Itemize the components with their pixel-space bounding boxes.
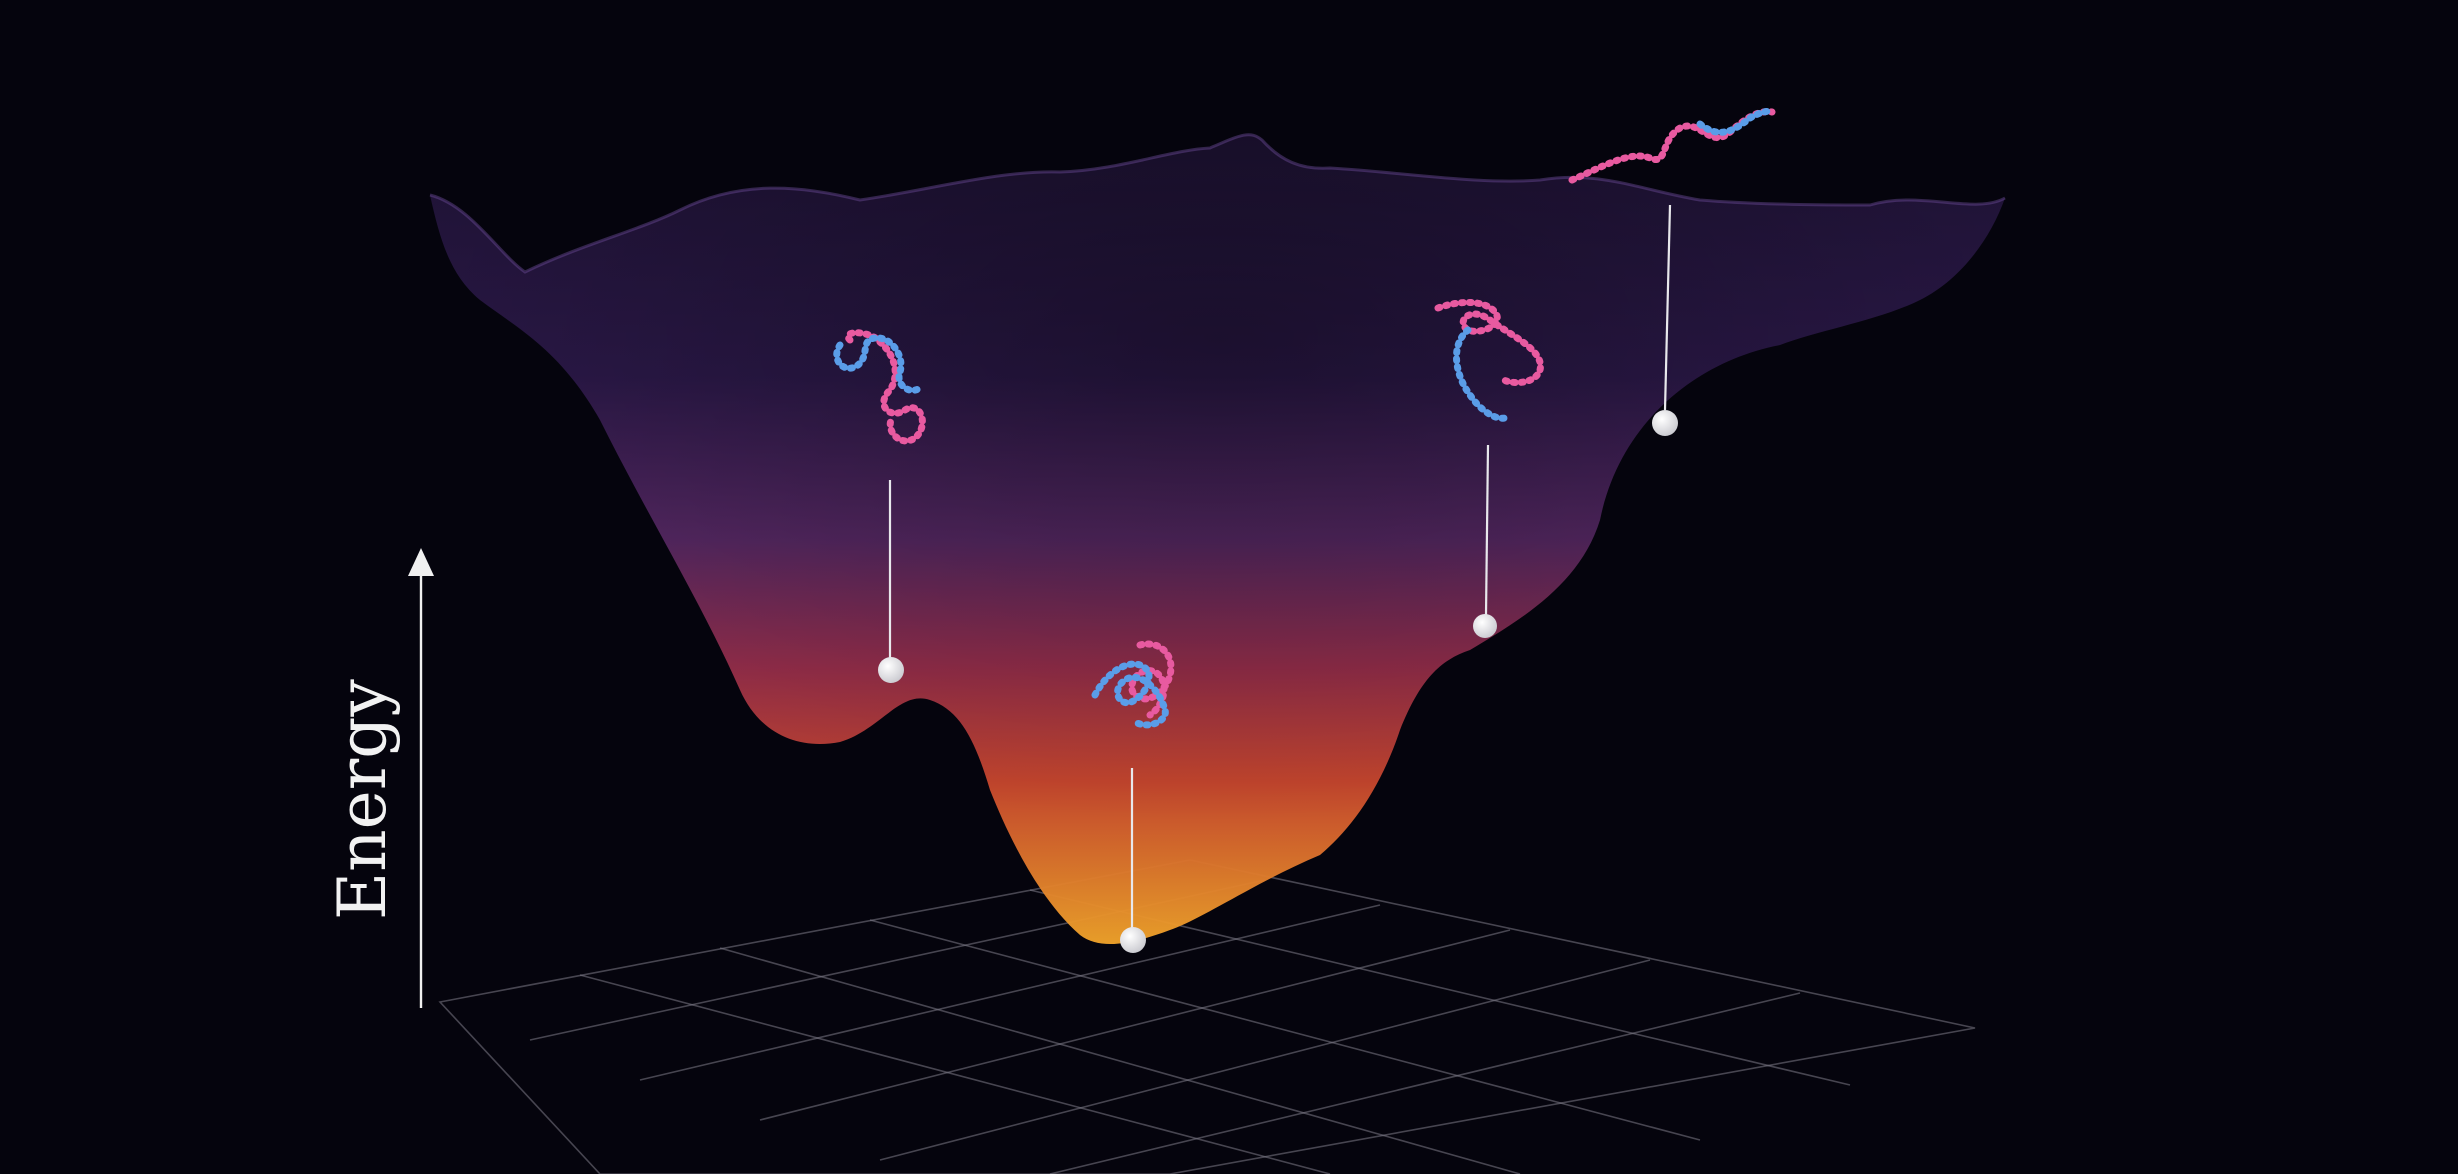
energy-axis: Energy bbox=[324, 548, 434, 1008]
white-sphere-icon bbox=[1120, 927, 1146, 953]
pointer-native bbox=[1120, 768, 1146, 953]
pointer-left-minimum bbox=[878, 480, 904, 683]
energy-axis-label: Energy bbox=[324, 678, 401, 920]
pointer-unfolded bbox=[1652, 204, 1678, 436]
white-sphere-icon bbox=[878, 657, 904, 683]
white-sphere-icon bbox=[1652, 410, 1678, 436]
white-sphere-icon bbox=[1473, 614, 1497, 638]
arrow-up-icon bbox=[408, 548, 434, 576]
protein-chain-icon bbox=[833, 107, 1776, 729]
pointer-right-minimum bbox=[1473, 444, 1497, 638]
ground-grid bbox=[438, 859, 1976, 1174]
energy-surface bbox=[429, 133, 2006, 945]
